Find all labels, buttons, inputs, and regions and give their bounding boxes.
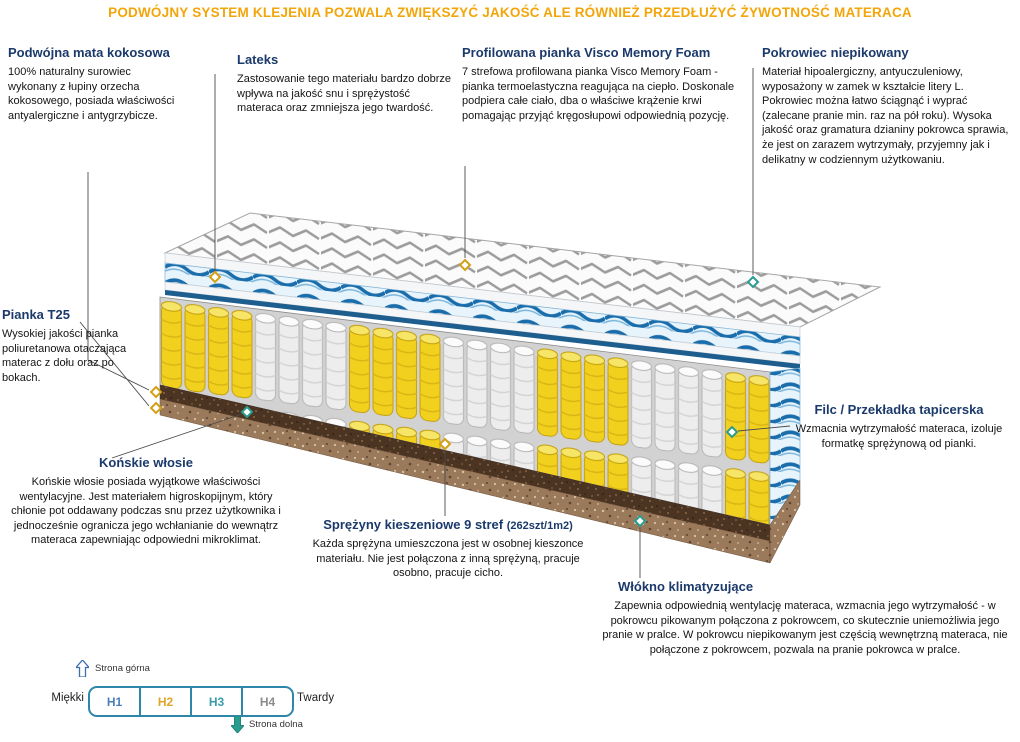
marker-lateks bbox=[208, 270, 222, 284]
pokrowiec-body: Materiał hipoalergiczny, antyuczuleniowy… bbox=[762, 65, 1009, 166]
bottom-side-arrow-icon bbox=[231, 716, 244, 733]
soft-label: Miękki bbox=[51, 692, 84, 704]
sprezyny-title-text: Sprężyny kieszeniowe 9 stref bbox=[323, 517, 504, 532]
filc-title: Filc / Przekładka tapicerska bbox=[814, 402, 984, 417]
connector-filc bbox=[737, 425, 791, 432]
sprezyny-title: Sprężyny kieszeniowe 9 stref (262szt/1m2… bbox=[298, 517, 598, 533]
annotation-mata: Podwójna mata kokosowa 100% naturalny su… bbox=[8, 45, 178, 123]
filc-body: Wzmacnia wytrzymałość materaca, izoluje … bbox=[795, 422, 1003, 450]
wlokno-title: Włókno klimatyzujące bbox=[618, 579, 754, 594]
mata-title: Podwójna mata kokosowa bbox=[8, 45, 170, 60]
top-side-label: Strona górna bbox=[95, 663, 150, 674]
top-banner: PODWÓJNY SYSTEM KLEJENIA POZWALA ZWIĘKSZ… bbox=[108, 5, 912, 20]
layer-markers bbox=[149, 258, 760, 528]
marker-wlokno bbox=[633, 514, 647, 528]
mattress-corner-face bbox=[769, 479, 801, 564]
pianka-body: Wysokiej jakości pianka poliuretanowa ot… bbox=[2, 327, 127, 384]
pokrowiec-title: Pokrowiec niepikowany bbox=[762, 45, 909, 60]
mata-body: 100% naturalny surowiec wykonany z łupin… bbox=[8, 65, 175, 122]
annotation-visco: Profilowana pianka Visco Memory Foam 7 s… bbox=[462, 45, 742, 123]
konskie-body: Końskie włosie posiada wyjątkowe właściw… bbox=[11, 475, 281, 547]
konskie-title: Końskie włosie bbox=[99, 455, 193, 470]
bottom-side-label: Strona dolna bbox=[249, 719, 303, 730]
wlokno-body: Zapewnia odpowiednią wentylację materaca… bbox=[602, 599, 1008, 656]
scale-level-h4: H4 bbox=[241, 688, 292, 715]
marker-visco bbox=[458, 258, 472, 272]
mattress-layers bbox=[159, 212, 882, 564]
tape-edge-layer bbox=[165, 290, 800, 369]
visco-body: 7 strefowa profilowana pianka Visco Memo… bbox=[462, 65, 735, 122]
annotation-pokrowiec: Pokrowiec niepikowany Materiał hipoalerg… bbox=[762, 45, 1014, 167]
connector-pianka bbox=[79, 321, 150, 407]
annotation-filc: Filc / Przekładka tapicerska Wzmacnia wy… bbox=[788, 402, 1010, 451]
scale-level-h3: H3 bbox=[190, 688, 241, 715]
scale-level-h1: H1 bbox=[106, 694, 123, 709]
marker-mata bbox=[149, 385, 163, 399]
scale-level-h2: H2 bbox=[139, 688, 190, 715]
connector-mata bbox=[87, 172, 150, 391]
marker-pokrowiec bbox=[746, 275, 760, 289]
pianka-title: Pianka T25 bbox=[2, 307, 70, 322]
marker-konskie bbox=[240, 405, 254, 419]
marker-pianka bbox=[149, 401, 163, 415]
annotation-wlokno: Włókno klimatyzujące Zapewnia odpowiedni… bbox=[598, 579, 1012, 657]
marker-sprezyny bbox=[438, 437, 452, 451]
lateks-body: Zastosowanie tego materiału bardzo dobrz… bbox=[237, 72, 452, 115]
visco-title: Profilowana pianka Visco Memory Foam bbox=[462, 45, 711, 60]
connector-lines bbox=[79, 68, 791, 578]
connector-konskie bbox=[111, 413, 243, 459]
annotation-konskie: Końskie włosie Końskie włosie posiada wy… bbox=[2, 455, 290, 548]
sprezyny-body: Każda sprężyna umieszczona jest w osobne… bbox=[312, 537, 584, 580]
sprezyny-title-suffix: (262szt/1m2) bbox=[506, 520, 573, 532]
lateks-title: Lateks bbox=[237, 52, 279, 67]
top-side-arrow-icon bbox=[76, 660, 89, 677]
hard-label: Twardy bbox=[297, 692, 335, 704]
annotation-lateks: Lateks Zastosowanie tego materiału bardz… bbox=[237, 52, 452, 116]
annotation-sprezyny: Sprężyny kieszeniowe 9 stref (262szt/1m2… bbox=[298, 517, 598, 581]
annotation-pianka: Pianka T25 Wysokiej jakości pianka poliu… bbox=[2, 307, 154, 385]
marker-filc bbox=[725, 425, 739, 439]
